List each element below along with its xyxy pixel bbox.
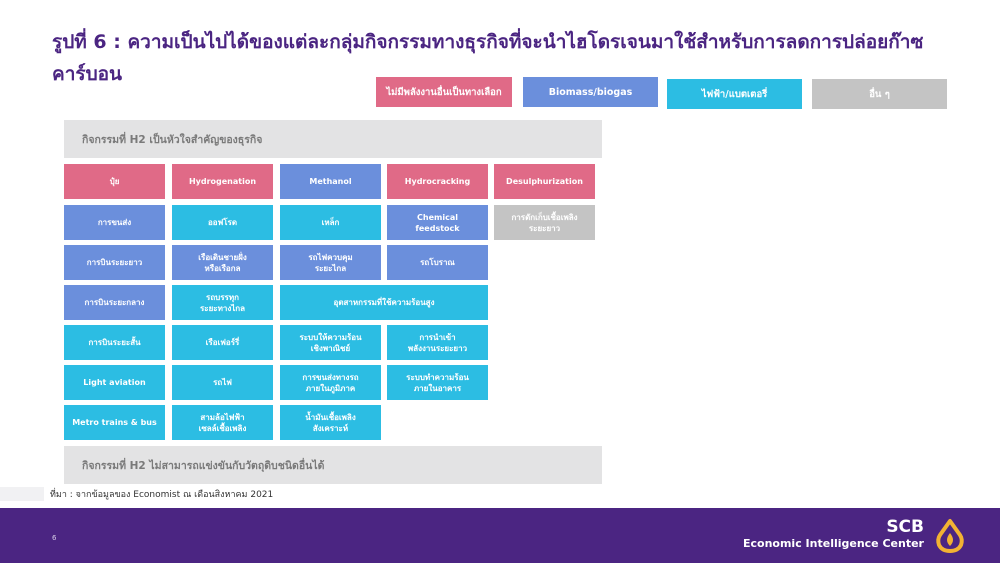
legend-electric: ไฟฟ้า/แบตเตอรี่: [667, 79, 802, 109]
legend-no-alternative: ไม่มีพลังงานอื่นเป็นทางเลือก: [376, 77, 512, 107]
legend-biomass: Biomass/biogas: [523, 77, 658, 107]
cell-long-haul-trucks: รถบรรทุก ระยะทางไกล: [172, 285, 273, 320]
brand-block: SCB Economic Intelligence Center: [743, 518, 924, 551]
cell-remote-rail: รถไฟควบคุม ระยะไกล: [280, 245, 381, 280]
cell-fuel-cell-tricycle: สามล้อไฟฟ้า เซลล์เชื้อเพลิง: [172, 405, 273, 440]
cell-steel: เหล็ก: [280, 205, 381, 240]
cell-desulphurization: Desulphurization: [494, 164, 595, 199]
cell-hydrogenation: Hydrogenation: [172, 164, 273, 199]
cell-long-haul-aviation: การบินระยะยาว: [64, 245, 165, 280]
brand-name: SCB: [886, 517, 924, 537]
cell-coastal-shipping: เรือเดินชายฝั่ง หรือเรือกล: [172, 245, 273, 280]
cell-rail: รถไฟ: [172, 365, 273, 400]
cell-metro-trains-bus: Metro trains & bus: [64, 405, 165, 440]
source-note: ที่มา : จากข้อมูลของ Economist ณ เดือนสิ…: [50, 490, 274, 500]
cell-transport: การขนส่ง: [64, 205, 165, 240]
cell-high-heat-industry: อุตสาหกรรมที่ใช้ความร้อนสูง: [280, 285, 488, 320]
cell-fertilizer: ปุ๋ย: [64, 164, 165, 199]
footer-bar: 6 SCB Economic Intelligence Center: [0, 508, 1000, 563]
cell-methanol: Methanol: [280, 164, 381, 199]
cell-offroad: ออฟโรด: [172, 205, 273, 240]
cell-building-heating: ระบบทำความร้อน ภายในอาคาร: [387, 365, 488, 400]
cell-commercial-heating: ระบบให้ความร้อน เชิงพาณิชย์: [280, 325, 381, 360]
top-band: กิจกรรมที่ H2 เป็นหัวใจสำคัญของธุรกิจ: [64, 120, 602, 158]
cell-light-aviation: Light aviation: [64, 365, 165, 400]
cell-hydrocracking: Hydrocracking: [387, 164, 488, 199]
brand-subtitle: Economic Intelligence Center: [742, 537, 924, 550]
cell-long-term-storage: การดักเก็บเชื้อเพลิง ระยะยาว: [494, 205, 595, 240]
bottom-band: กิจกรรมที่ H2 ไม่สามารถแข่งขันกับวัตถุดิ…: [64, 446, 602, 484]
cell-vintage-cars: รถโบราณ: [387, 245, 488, 280]
page-number: 6: [52, 534, 57, 542]
cell-medium-haul-aviation: การบินระยะกลาง: [64, 285, 165, 320]
cell-long-term-energy-import: การนำเข้า พลังงานระยะยาว: [387, 325, 488, 360]
cell-chemical-feedstock: Chemical feedstock: [387, 205, 488, 240]
cell-synthetic-fuel: น้ำมันเชื้อเพลิง สังเคราะห์: [280, 405, 381, 440]
cell-short-haul-aviation: การบินระยะสั้น: [64, 325, 165, 360]
source-marker: [0, 487, 44, 501]
slide-title: รูปที่ 6 : ความเป็นไปได้ของแต่ละกลุ่มกิจ…: [52, 31, 924, 85]
cell-regional-road-transport: การขนส่งทางรถ ภายในภูมิภาค: [280, 365, 381, 400]
cell-ferries: เรือเฟอร์รี่: [172, 325, 273, 360]
legend-other: อื่น ๆ: [812, 79, 947, 109]
scb-logo-icon: [936, 519, 964, 553]
